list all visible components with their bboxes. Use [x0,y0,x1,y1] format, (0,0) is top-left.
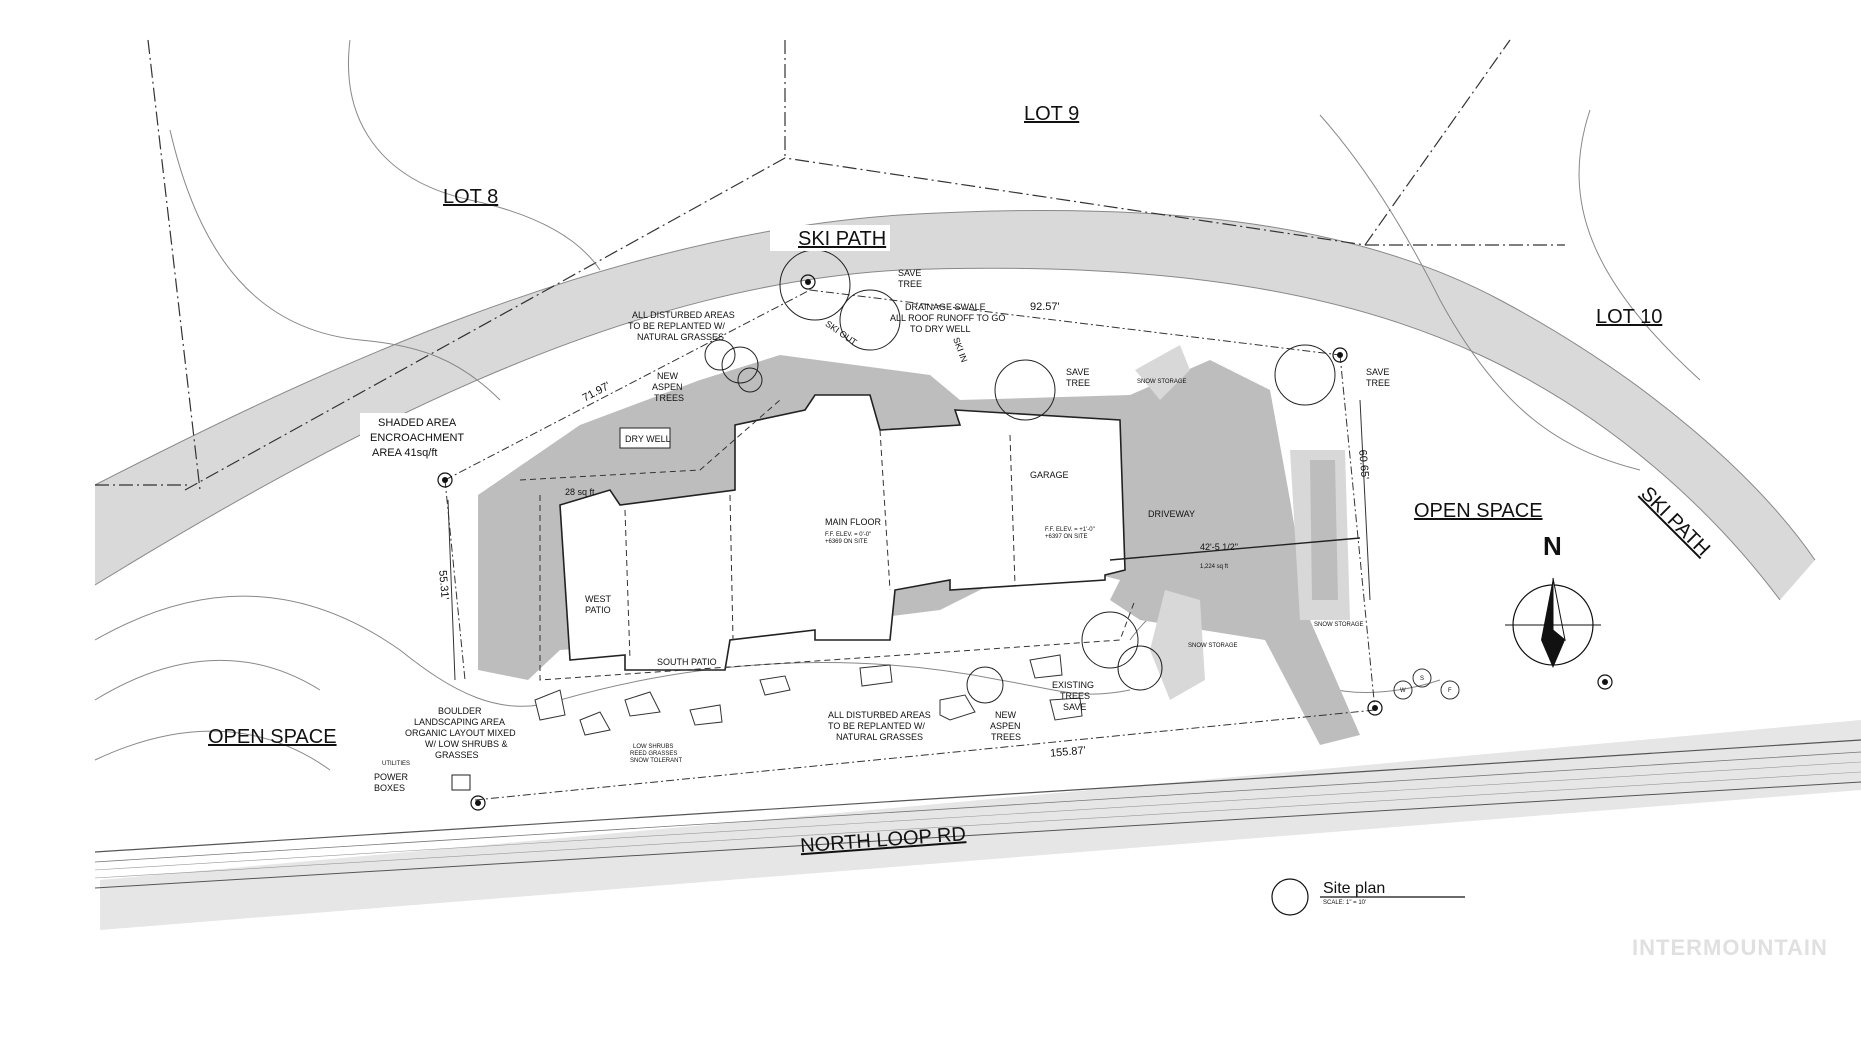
disturbed-top-1: ALL DISTURBED AREAS [632,310,735,320]
existing-trees-2: TREES [1060,691,1090,701]
snow-storage-1: SNOW STORAGE [1137,379,1187,385]
garage-elev: F.F. ELEV. = +1'-0" [1045,527,1095,533]
snow-storage-2: SNOW STORAGE [1188,643,1238,649]
lot-10-label: LOT 10 [1596,306,1662,328]
utility-w: W [1400,688,1406,694]
lot-8-label: LOT 8 [443,186,498,208]
open-space-right-label: OPEN SPACE [1414,500,1543,522]
ski-path-top-label: SKI PATH [798,228,886,250]
new-aspen-top-2: ASPEN [652,382,683,392]
utility-f: F [1448,688,1452,694]
dim-55-31: 55.31' [436,570,451,601]
boulder-note-4: W/ LOW SHRUBS & [425,739,508,749]
main-floor-site: +6369 ON SITE [825,539,868,545]
disturbed-bot-2: TO BE REPLANTED W/ [828,721,925,731]
north-loop-road [94,720,1861,930]
shaded-note-1: SHADED AREA [378,417,457,429]
save-tree-2b: TREE [1066,378,1090,388]
new-aspen-top-3: TREES [654,393,684,403]
dry-well-label: DRY WELL [625,434,671,444]
drainage-note-2: ALL ROOF RUNOFF TO GO [890,313,1005,323]
new-aspen-bot-3: TREES [991,732,1021,742]
new-aspen-bot-2: ASPEN [990,721,1021,731]
survey-markers [437,274,1613,811]
watermark: INTERMOUNTAIN [1632,935,1828,960]
low-shrubs-3: SNOW TOLERANT [630,758,682,764]
dim-60-65: 60.65' [1356,449,1371,480]
lot-9-label: LOT 9 [1024,103,1079,125]
garage-site: +6397 ON SITE [1045,534,1088,540]
dimension-lines [444,289,1376,801]
drainage-note-1: DRAINAGE SWALE [905,302,986,312]
trees [704,249,1336,704]
north-label: N [1543,531,1562,561]
ski-path-band [95,210,1815,600]
utility-s: S [1420,676,1424,682]
area-28-label: 28 sq ft [565,487,595,497]
snow-storage-3: SNOW STORAGE [1314,622,1364,628]
save-tree-1b: TREE [898,279,922,289]
dim-155-87: 155.87' [1050,745,1087,760]
dim-71-97: 71.97' [580,380,612,405]
title-block [1271,878,1465,916]
title-block-title: Site plan [1323,880,1385,897]
existing-trees-1: EXISTING [1052,680,1094,690]
ski-out-label: SKI OUT [824,319,860,348]
shaded-note-3: AREA 41sq/ft [372,447,437,459]
save-tree-3b: TREE [1366,378,1390,388]
utilities-label: UTILITIES [382,761,410,767]
new-aspen-bot-1: NEW [995,710,1017,720]
garage-label: GARAGE [1030,470,1069,480]
boulder-note-1: BOULDER [438,706,482,716]
low-shrubs-2: REED GRASSES [630,751,677,757]
utility-markers [1393,668,1460,700]
shaded-note-2: ENCROACHMENT [370,432,464,444]
power-box [451,774,471,791]
main-floor-label: MAIN FLOOR [825,517,882,527]
power-label-1: POWER [374,772,409,782]
driveway-label: DRIVEWAY [1148,509,1195,519]
title-block-scale: SCALE: 1" = 10' [1323,900,1366,906]
disturbed-bot-3: NATURAL GRASSES [836,732,923,742]
save-tree-3a: SAVE [1366,367,1389,377]
dim-92-57: 92.57' [1030,301,1060,313]
ski-in-label: SKI IN [951,336,969,364]
dim-area: 1,224 sq ft [1200,564,1228,570]
low-shrubs-1: LOW SHRUBS [633,744,673,750]
new-aspen-top-1: NEW [657,371,679,381]
west-patio-label-1: WEST [585,594,612,604]
boulder-note-3: ORGANIC LAYOUT MIXED [405,728,516,738]
disturbed-top-3: NATURAL GRASSES [637,332,724,342]
disturbed-top-2: TO BE REPLANTED W/ [628,321,725,331]
south-patio-label: SOUTH PATIO [657,657,717,667]
boulders [534,654,1083,736]
lot-boundaries [95,39,1565,491]
open-space-left-label: OPEN SPACE [208,726,337,748]
dim-driveway-width: 42'-5 1/2" [1200,542,1238,552]
boulder-note-2: LANDSCAPING AREA [414,717,505,727]
power-label-2: BOXES [374,783,405,793]
west-patio-label-2: PATIO [585,605,611,615]
save-tree-1a: SAVE [898,268,921,278]
existing-trees-3: SAVE [1063,702,1086,712]
save-tree-2a: SAVE [1066,367,1089,377]
main-floor-elev: F.F. ELEV. = 0'-0" [825,532,871,538]
disturbed-bot-1: ALL DISTURBED AREAS [828,710,931,720]
north-arrow-icon [1505,577,1601,668]
drainage-note-3: TO DRY WELL [910,324,971,334]
house-footprint [519,394,1136,681]
boulder-note-5: GRASSES [435,750,479,760]
